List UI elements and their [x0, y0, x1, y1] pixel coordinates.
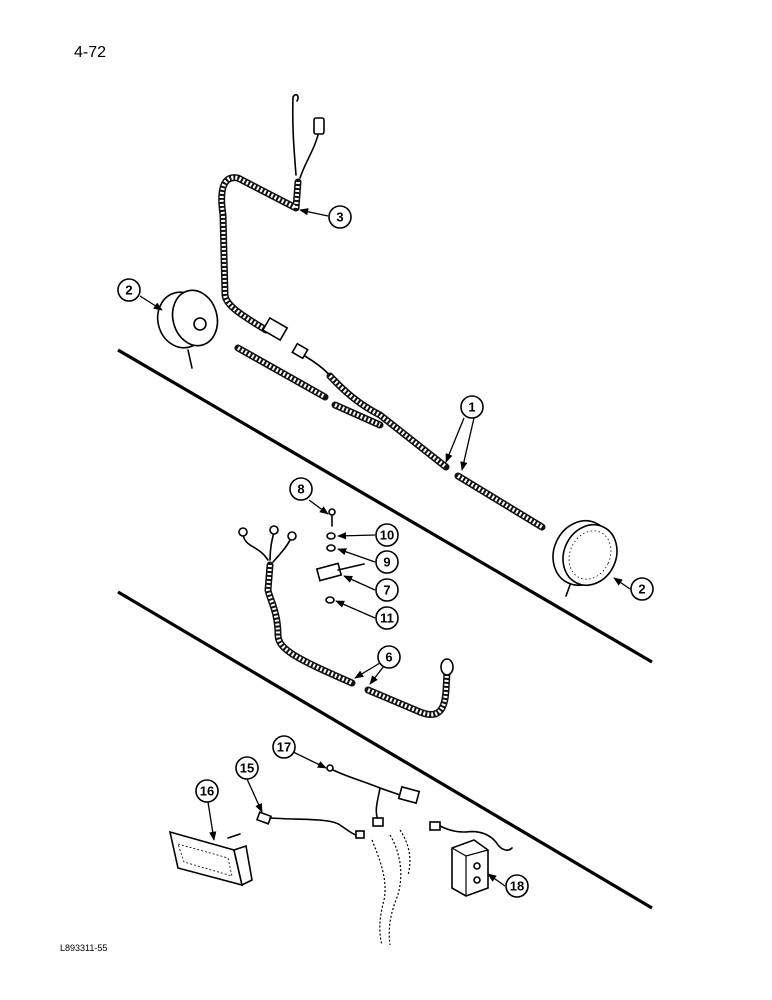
- callout-16: 16: [195, 779, 219, 803]
- chassis-harness-dashed: [371, 829, 411, 946]
- svg-text:2: 2: [125, 283, 132, 298]
- callout-11: 11: [375, 606, 399, 630]
- callout-17: 17: [272, 735, 296, 759]
- svg-text:15: 15: [240, 761, 254, 776]
- harness-6: [238, 525, 454, 718]
- svg-text:7: 7: [383, 583, 390, 598]
- callout-8: 8: [289, 477, 313, 501]
- callout-15: 15: [235, 756, 259, 780]
- svg-text:3: 3: [336, 210, 343, 225]
- svg-text:16: 16: [200, 784, 214, 799]
- svg-text:1: 1: [468, 400, 475, 415]
- callout-1: 1: [460, 395, 484, 419]
- page-number: 4-72: [74, 44, 107, 61]
- svg-text:8: 8: [297, 482, 304, 497]
- figure-code: L893311-55: [60, 943, 108, 953]
- svg-text:18: 18: [510, 879, 524, 894]
- harness-3: [218, 93, 325, 342]
- callout-3: 3: [328, 205, 352, 229]
- section-divider-bottom: [117, 590, 653, 910]
- work-lamp-right: [552, 520, 618, 597]
- lamp-16: [168, 830, 253, 887]
- wire-15: [255, 811, 365, 839]
- callout-9: 9: [375, 550, 399, 574]
- relay-18: [429, 821, 513, 897]
- svg-text:11: 11: [380, 611, 394, 626]
- callout-6: 6: [377, 645, 401, 669]
- callout-2-right: 2: [630, 577, 654, 601]
- callout-18: 18: [505, 874, 529, 898]
- svg-text:2: 2: [638, 582, 645, 597]
- wire-17: [326, 764, 421, 827]
- work-lamp-left: [156, 289, 219, 369]
- section-divider-top: [117, 348, 653, 664]
- harness-1: [234, 342, 546, 531]
- svg-text:6: 6: [385, 650, 392, 665]
- svg-text:10: 10: [380, 528, 394, 543]
- svg-text:17: 17: [277, 740, 291, 755]
- svg-text:9: 9: [383, 555, 390, 570]
- callout-2-left: 2: [117, 278, 141, 302]
- callout-10: 10: [375, 523, 399, 547]
- callout-7: 7: [375, 578, 399, 602]
- switch-hardware: [315, 508, 365, 604]
